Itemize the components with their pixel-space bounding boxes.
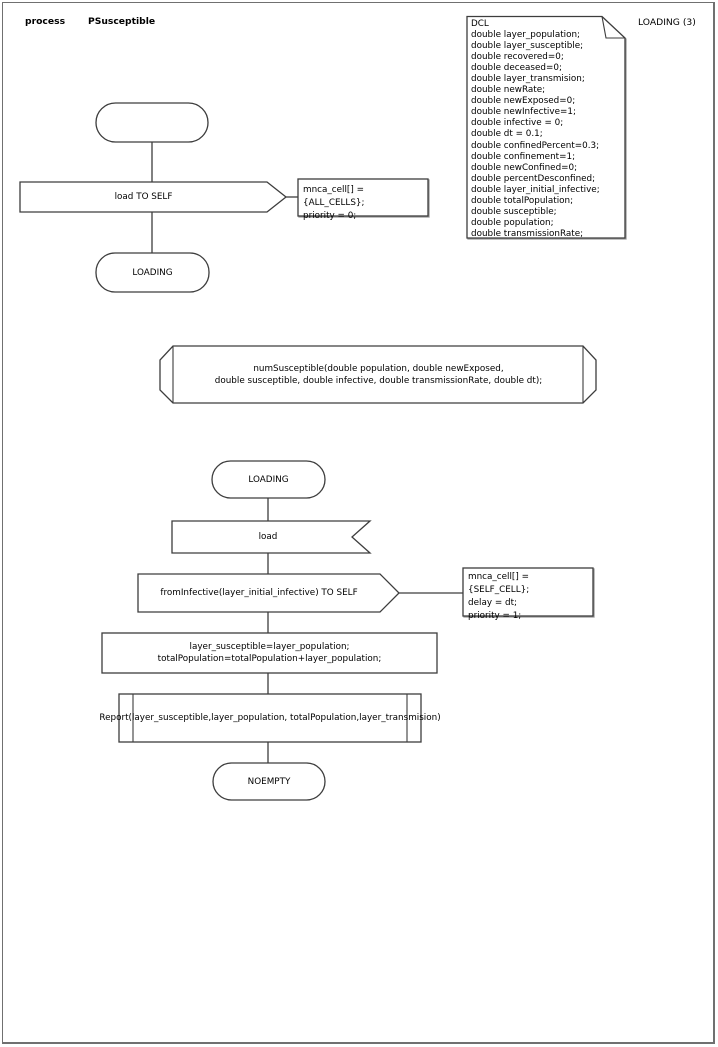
state-loading-top-shape[interactable] (95, 252, 210, 293)
function-block-text: numSusceptible(double population, double… (214, 363, 543, 386)
dcl-note-text: DCL double layer_population; double laye… (471, 19, 600, 239)
note-all-cells-text: mnca_cell[] = {ALL_CELLS}; priority = 0; (303, 185, 365, 221)
state-noempty-shape[interactable] (212, 762, 326, 801)
assign-block-shape[interactable] (101, 632, 438, 674)
note-self-cell-text: mnca_cell[] = {SELF_CELL}; delay = dt; p… (468, 572, 530, 621)
state-loading-main-label: LOADING (248, 474, 289, 485)
receive-load-label: load (258, 532, 278, 542)
folded-corner-icon (601, 16, 625, 39)
state-loading-top-label: LOADING (132, 267, 173, 278)
report-block-shape[interactable] (118, 693, 422, 743)
state-noempty-label: NOEMPTY (247, 776, 291, 787)
assign-block-text: layer_susceptible=layer_population; tota… (157, 642, 382, 664)
function-block-shape[interactable] (159, 345, 597, 404)
process-name-label: PSusceptible (88, 16, 156, 27)
report-block-label: Report(layer_susceptible,layer_populatio… (99, 713, 441, 723)
note-all-cells-shape[interactable] (297, 178, 429, 217)
send-frominfective-label: fromInfective(layer_initial_infective) T… (160, 588, 358, 598)
page-state-label: LOADING (3) (638, 17, 696, 28)
start-terminator-shape[interactable] (95, 102, 209, 143)
dcl-note-shape[interactable] (466, 15, 626, 239)
send-load-label: load TO SELF (114, 192, 173, 202)
receive-load-shape[interactable] (171, 520, 372, 554)
send-load-shape[interactable] (19, 181, 288, 213)
send-frominfective-shape[interactable] (137, 573, 400, 613)
note-self-cell-shape[interactable] (462, 567, 594, 617)
process-kind-label: process (25, 16, 66, 27)
